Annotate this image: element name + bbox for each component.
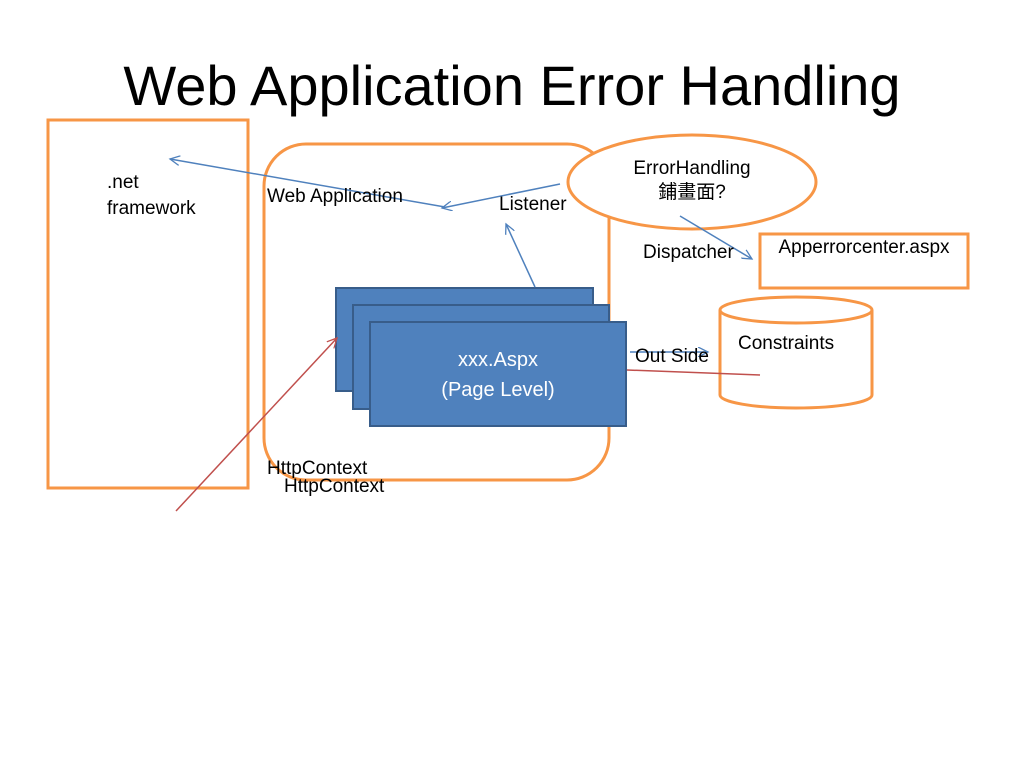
page-stack-label: xxx.Aspx (Page Level) [370,323,626,427]
error-page-box [758,232,970,290]
framework-label-line1: .net [107,172,139,193]
arrow-httpcontext-in [175,338,337,512]
line-outside-red [626,369,761,376]
arrow-dispatch-to-error-page [679,215,752,259]
framework-label: .net framework [107,170,196,221]
error-handling-line2: 鋪畫面? [658,181,726,203]
error-page-label: Apperrorcenter.aspx [778,237,950,258]
constraints-cylinder [718,295,874,410]
outside-label: Out Side [635,346,709,367]
error-handling-line1: ErrorHandling [633,158,751,179]
http-context-label-1: HttpContext [267,458,368,479]
error-handling-ellipse [566,133,818,231]
arrow-to-framework [170,159,446,208]
http-context-label-2: HttpContext [284,476,385,497]
constraints-label: Constraints [738,333,835,354]
framework-box [46,118,250,490]
page-stack-line1: xxx.Aspx [457,349,539,371]
arrow-errorhandling-to-webapp [442,183,561,208]
framework-label-line2: framework [107,197,196,219]
listener-label: Listener [499,194,567,215]
page-card-front [369,321,627,427]
page-title: Web Application Error Handling [123,54,901,117]
dispatcher-label: Dispatcher [643,242,734,263]
page-stack-line2: (Page Level) [441,379,555,401]
error-handling-label: ErrorHandling 鋪畫面? [592,157,792,205]
web-application-label: Web Application [267,186,403,207]
arrow-page-to-listener [506,224,536,288]
